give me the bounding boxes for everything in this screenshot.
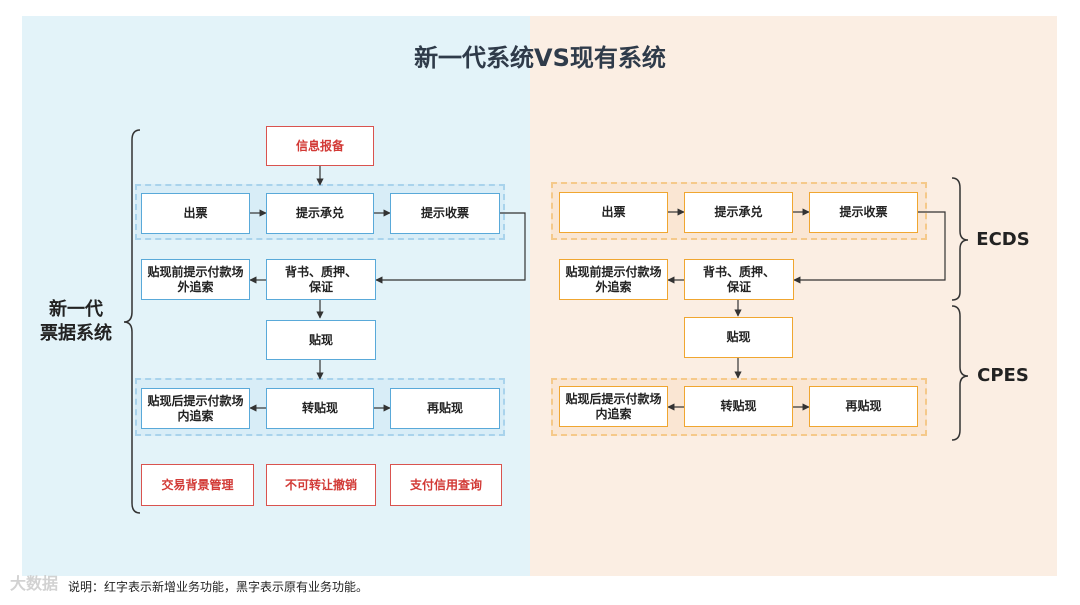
- watermark: 大数据: [10, 574, 59, 593]
- left-accept-box: 提示承兑: [266, 193, 374, 234]
- footnote: 说明：红字表示新增业务功能，黑字表示原有业务功能。: [68, 580, 369, 594]
- right-receive-box: 提示收票: [809, 192, 918, 233]
- info-report-box: 信息报备: [266, 126, 374, 166]
- left-pre-discount-recourse-box: 贴现前提示付款场外追索: [141, 259, 250, 300]
- right-accept-box: 提示承兑: [684, 192, 793, 233]
- right-pre-discount-recourse-box: 贴现前提示付款场外追索: [559, 259, 668, 300]
- right-rediscount-box: 再贴现: [809, 386, 918, 427]
- left-post-discount-recourse-box: 贴现后提示付款场内追索: [141, 388, 250, 429]
- left-rediscount-box: 再贴现: [390, 388, 500, 429]
- payment-credit-query-box: 支付信用查询: [390, 464, 502, 506]
- left-receive-box: 提示收票: [390, 193, 500, 234]
- page-title: 新一代系统VS现有系统: [414, 44, 666, 72]
- left-discount-box: 贴现: [266, 320, 376, 360]
- right-issue-box: 出票: [559, 192, 668, 233]
- left-system-label: 新一代 票据系统: [30, 298, 122, 346]
- left-issue-box: 出票: [141, 193, 250, 234]
- left-transfer-box: 转贴现: [266, 388, 374, 429]
- left-system-label-line1: 新一代: [49, 299, 103, 320]
- non-transferable-revoke-box: 不可转让撤销: [266, 464, 376, 506]
- right-transfer-box: 转贴现: [684, 386, 793, 427]
- ecds-label: ECDS: [976, 229, 1030, 250]
- right-endorse-box: 背书、质押、保证: [684, 259, 794, 300]
- left-system-label-line2: 票据系统: [40, 323, 112, 344]
- left-endorse-box: 背书、质押、保证: [266, 259, 376, 300]
- right-post-discount-recourse-box: 贴现后提示付款场内追索: [559, 386, 668, 427]
- right-discount-box: 贴现: [684, 317, 793, 358]
- cpes-label: CPES: [977, 365, 1029, 386]
- trade-background-mgmt-box: 交易背景管理: [141, 464, 254, 506]
